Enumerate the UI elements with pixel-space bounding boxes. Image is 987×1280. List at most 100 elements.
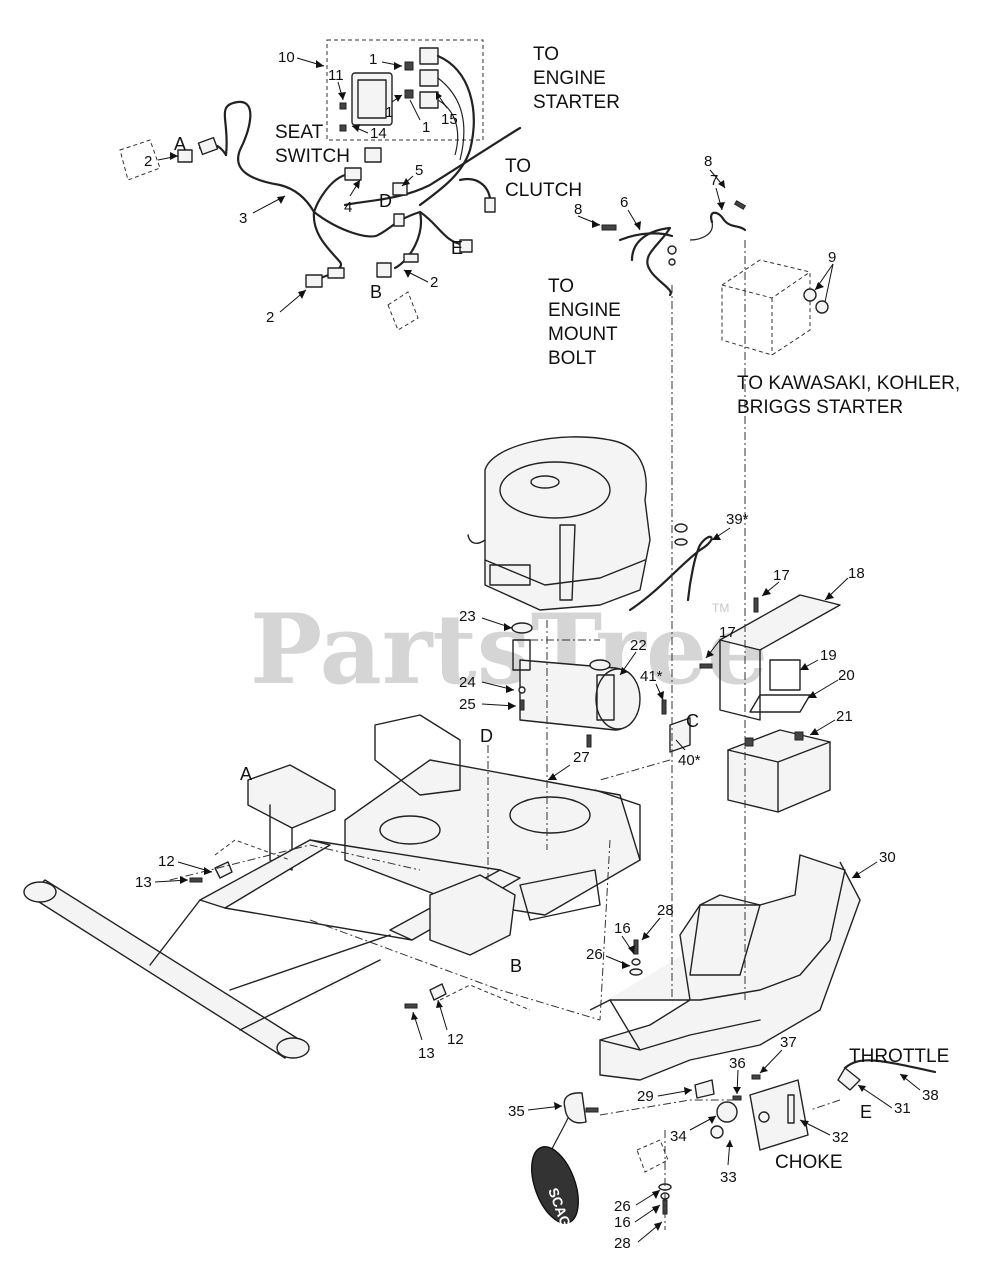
callout-32: 32: [832, 1129, 849, 1146]
callout-33: 33: [720, 1169, 737, 1186]
console-group: SCAG: [531, 854, 937, 1229]
callout-26-bottom: 26: [614, 1198, 631, 1215]
callout-36: 36: [729, 1055, 746, 1072]
callout-13-left: 13: [135, 874, 152, 891]
letter-d-frame: D: [480, 726, 493, 746]
callout-17-top: 17: [773, 567, 790, 584]
control-module-box: [326, 39, 484, 141]
callout-40: 40*: [678, 752, 701, 769]
callout-12-bottom: 12: [447, 1031, 464, 1048]
relay-module: [351, 72, 393, 126]
callout-20: 20: [838, 667, 855, 684]
callout-28-bottom: 28: [614, 1235, 631, 1252]
label-to-engine-mount-bolt: TO ENGINE MOUNT BOLT: [548, 276, 626, 369]
callout-2-a: 2: [144, 153, 152, 170]
callout-8-left: 8: [574, 201, 582, 218]
callout-1-mid: 1: [385, 104, 393, 121]
callout-4: 4: [344, 199, 352, 216]
callout-29: 29: [637, 1088, 654, 1105]
battery: [727, 729, 831, 813]
letter-a-frame: A: [240, 764, 252, 784]
connection-letters: A D E B C D A B E: [174, 134, 872, 1122]
label-to-engine-starter: TO ENGINE STARTER: [533, 44, 620, 113]
callout-24: 24: [459, 674, 476, 691]
letter-c-solenoid: C: [686, 711, 699, 731]
connector-15a: [419, 47, 439, 65]
callout-15: 15: [441, 111, 458, 128]
callout-23: 23: [459, 608, 476, 625]
front-axle-tube: [27, 879, 301, 1059]
callout-12-left: 12: [158, 853, 175, 870]
callout-8-right: 8: [704, 153, 712, 170]
callout-34: 34: [670, 1128, 687, 1145]
chassis-frame-group: [23, 714, 641, 1059]
watermark-tm: TM: [712, 601, 729, 615]
callout-3: 3: [239, 210, 247, 227]
seat-switch-connector: [364, 147, 382, 163]
bracket-a: [247, 764, 336, 829]
battery-hold-down: [719, 594, 841, 651]
letter-e-throttle: E: [860, 1102, 872, 1122]
assembly-centerlines: [169, 240, 841, 1230]
callout-17-lower: 17: [719, 624, 736, 641]
engine-air-cleaner: [499, 461, 611, 519]
ignition-key: [563, 1092, 587, 1124]
ignition-switch: [716, 1101, 738, 1123]
letter-b-frame: B: [510, 956, 522, 976]
callouts: 10 11 1 1 1 14 15 2 2 2 3 4 5: [135, 49, 939, 1252]
battery-cables-group: [601, 200, 829, 356]
connector-e: [459, 239, 473, 253]
callout-5: 5: [415, 162, 423, 179]
callout-7: 7: [710, 172, 718, 189]
label-to-starter-brands: TO KAWASAKI, KOHLER, BRIGGS STARTER: [737, 373, 965, 418]
battery-outline: [721, 259, 811, 356]
callout-27: 27: [573, 749, 590, 766]
callout-11: 11: [328, 67, 344, 84]
starter-solenoid: [669, 717, 691, 753]
caster-mount-left: [23, 881, 57, 903]
letter-e-harness: E: [451, 238, 463, 258]
callout-25: 25: [459, 696, 476, 713]
callout-1-top: 1: [369, 51, 377, 68]
letter-b-harness: B: [370, 282, 382, 302]
key-fob: [531, 1146, 579, 1224]
connector-2-left: [305, 274, 323, 288]
callout-1-right: 1: [422, 119, 430, 136]
callout-22: 22: [630, 637, 647, 654]
connector-d: [392, 182, 408, 196]
callout-2-c: 2: [266, 309, 274, 326]
label-throttle: THROTTLE: [849, 1046, 949, 1067]
console-battery-pocket: [689, 904, 761, 976]
connector-b: [376, 262, 392, 278]
battery-box-group: [661, 594, 841, 813]
callout-35: 35: [508, 1103, 525, 1120]
label-to-clutch: TO CLUTCH: [505, 156, 582, 201]
callout-14: 14: [370, 125, 387, 142]
callout-16-top: 16: [614, 920, 631, 937]
callout-2-b: 2: [430, 274, 438, 291]
callout-9: 9: [828, 249, 836, 266]
callout-13-bottom: 13: [418, 1045, 435, 1062]
callout-19: 19: [820, 647, 837, 664]
wiring-harness-group: [119, 39, 522, 331]
callout-18: 18: [848, 565, 865, 582]
callout-37: 37: [780, 1034, 797, 1051]
callout-30: 30: [879, 849, 896, 866]
callout-10: 10: [278, 49, 295, 66]
callout-28-top: 28: [657, 902, 674, 919]
frame-rail-left: [199, 839, 331, 909]
clutch-connector: [484, 197, 496, 213]
choke-knob: [710, 1125, 724, 1139]
callout-21: 21: [836, 708, 853, 725]
annotation-labels: TO ENGINE STARTER SEAT SWITCH TO CLUTCH …: [275, 44, 965, 1173]
connector-15c: [419, 91, 439, 109]
callout-39: 39*: [726, 511, 749, 528]
connector-15b: [419, 69, 439, 87]
callout-26-top: 26: [586, 946, 603, 963]
bracket-b: [429, 874, 516, 956]
label-seat-switch: SEAT SWITCH: [275, 122, 350, 167]
callout-31: 31: [894, 1100, 911, 1117]
label-choke: CHOKE: [775, 1152, 843, 1173]
callout-6: 6: [620, 194, 628, 211]
